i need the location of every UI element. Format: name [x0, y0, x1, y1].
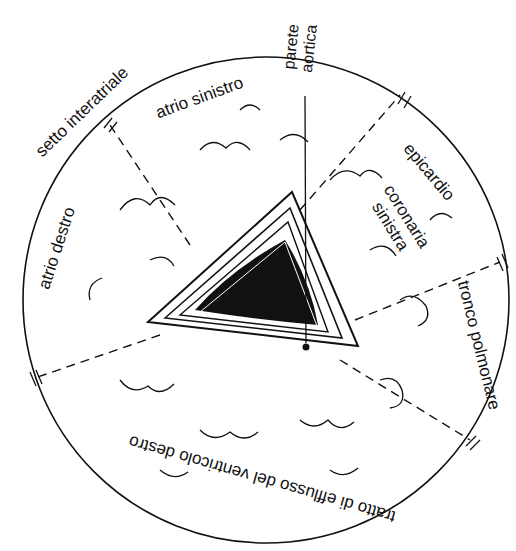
- sector-lines: [35, 95, 500, 440]
- anatomy-label: tratto di efflusso del ventricolo destro: [127, 431, 398, 525]
- leader-dot: [303, 344, 310, 351]
- field-circle: [23, 57, 509, 543]
- anatomy-label: atrio sinistro: [154, 74, 247, 123]
- anatomy-label: parete aortica: [279, 10, 322, 85]
- tissue-texture: [89, 105, 452, 477]
- anatomy-label: setto interatriale: [32, 63, 132, 160]
- anatomy-label: atrio destro: [36, 205, 80, 292]
- anatomy-label: epicardio: [399, 140, 458, 205]
- anatomy-label: tronco polmonare: [453, 279, 503, 412]
- leader-line: [305, 96, 306, 343]
- aortic-valve: [148, 192, 358, 346]
- anatomy-label: coronaria sinistra: [358, 174, 437, 270]
- sinus-marks: [30, 92, 508, 450]
